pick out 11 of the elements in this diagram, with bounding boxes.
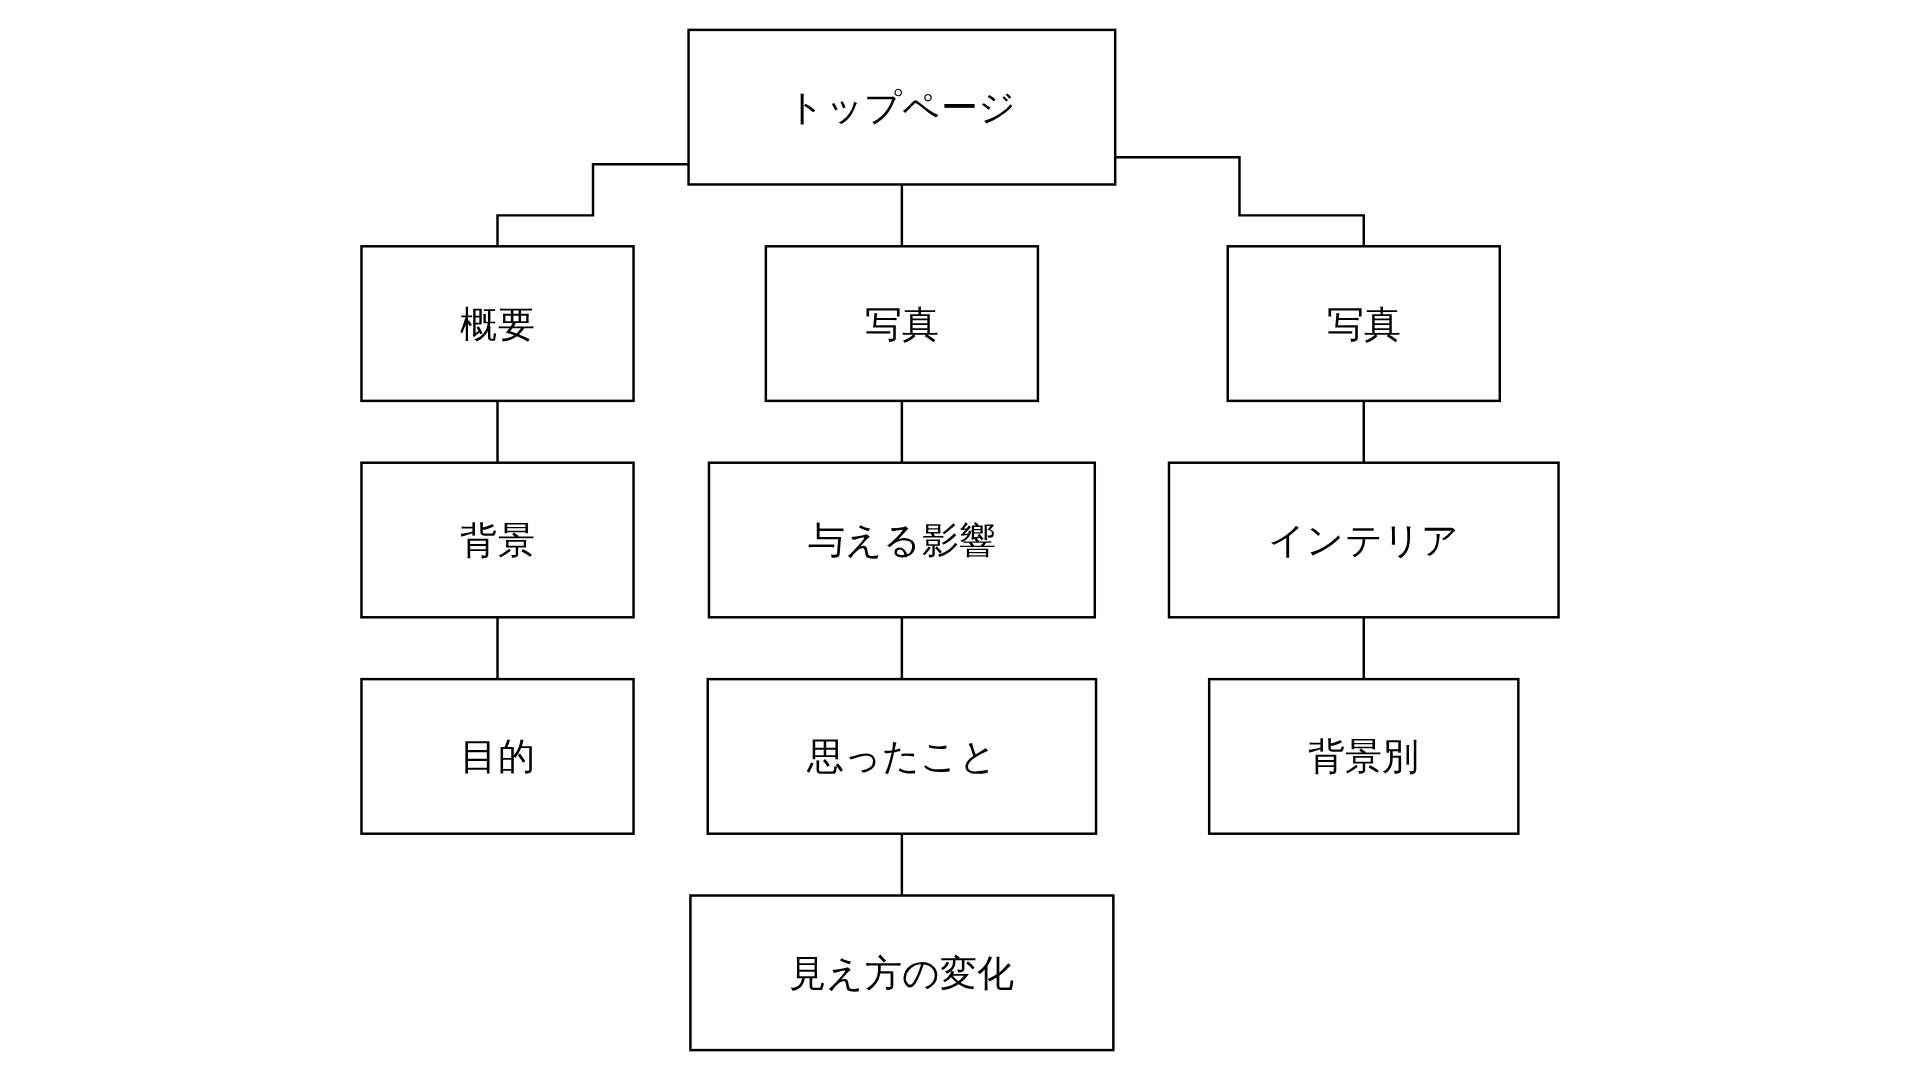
node-box: 目的	[360, 677, 635, 835]
node-box: 与える影響	[707, 461, 1097, 619]
node-box: 見え方の変化	[689, 894, 1115, 1052]
node-box: インテリア	[1167, 461, 1560, 619]
node-box: 思ったこと	[706, 677, 1098, 835]
node-box: 概要	[360, 245, 635, 403]
node-box: トップページ	[687, 28, 1117, 186]
node-box: 背景別	[1207, 677, 1520, 835]
node-box: 写真	[1226, 245, 1502, 403]
node-box: 写真	[764, 245, 1040, 403]
node-box: 背景	[360, 461, 635, 619]
